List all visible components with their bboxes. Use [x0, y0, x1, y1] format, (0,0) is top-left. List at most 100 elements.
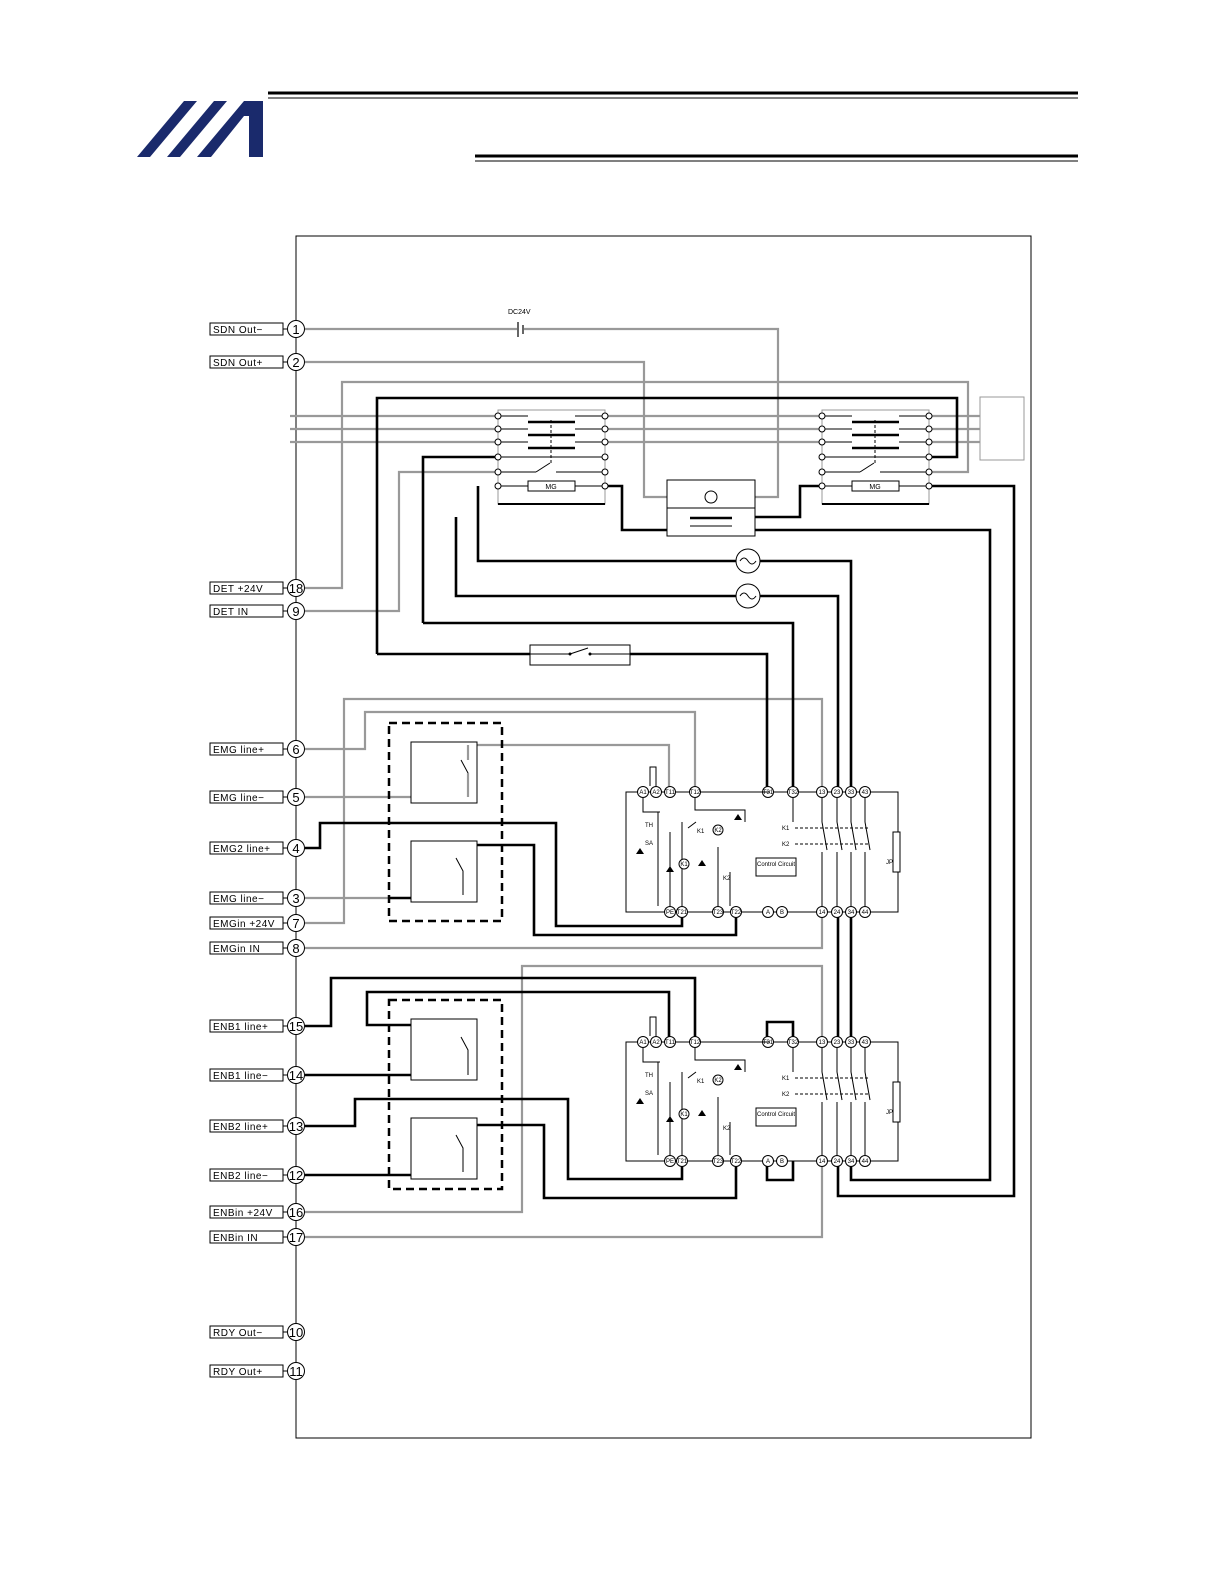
terminal-label: ENBin IN: [213, 1233, 258, 1244]
relay-terminal: T21: [677, 1159, 688, 1165]
terminal-number: 14: [289, 1068, 303, 1083]
terminal-number: 1: [292, 322, 299, 337]
terminal-label: DET IN: [213, 607, 249, 618]
relay-terminal: 43: [862, 790, 869, 796]
k2-contact-label: K2: [782, 1092, 790, 1098]
terminal-number: 5: [292, 790, 299, 805]
k1-label: K1: [680, 1112, 688, 1118]
terminal-number: 4: [292, 841, 299, 856]
jp-label: JP: [886, 1110, 893, 1116]
relay-terminal: T32: [788, 1040, 799, 1046]
contactor-label: MG: [545, 484, 556, 491]
contactor-label: MG: [869, 484, 880, 491]
relay-terminal: 14: [819, 1159, 826, 1165]
relay-terminal: 13: [819, 1040, 826, 1046]
terminal-number: 16: [289, 1205, 303, 1220]
terminal-4: EMG2 line+ 4: [209, 839, 305, 857]
k1-contact-label: K1: [782, 826, 790, 832]
terminal-label: EMG line−: [213, 793, 264, 804]
header-rules: [268, 91, 1078, 162]
contactors: MG MG: [494, 409, 933, 505]
relay-terminal: A1: [639, 1040, 647, 1046]
relay-terminal: A2: [652, 1040, 660, 1046]
relay-terminal: 24: [834, 910, 841, 916]
terminal-label: EMGin IN: [213, 944, 260, 955]
terminal-1: SDN Out− 1: [209, 320, 305, 338]
th-label: TH: [645, 823, 653, 829]
terminal-label: DET +24V: [213, 584, 263, 595]
terminal-label: SDN Out−: [213, 325, 263, 336]
relay-terminal: B: [780, 1159, 784, 1165]
relay-terminal: 23: [834, 790, 841, 796]
terminal-label: EMG line+: [213, 745, 264, 756]
sa-label: SA: [645, 841, 653, 847]
terminal-label: ENB2 line−: [213, 1171, 268, 1182]
brake-unit: [666, 479, 756, 537]
terminal-number: 12: [289, 1168, 303, 1183]
relay-terminal: 34: [848, 910, 855, 916]
logo-stroke-1: [137, 101, 197, 157]
enb-switch-group: [387, 998, 504, 1191]
relay-terminal: T12: [690, 1040, 701, 1046]
terminal-17: ENBin IN 17: [209, 1228, 305, 1246]
terminal-14: ENB1 line−14: [209, 1066, 305, 1084]
k2-contact-label: K2: [782, 842, 790, 848]
relay-terminal: 44: [862, 1159, 869, 1165]
relay-terminal: T32: [788, 790, 799, 796]
contactor-2: MG: [818, 409, 933, 505]
terminal-label: EMG line−: [213, 894, 264, 905]
relay-terminal: T22: [731, 1159, 742, 1165]
terminal-number: 13: [289, 1119, 303, 1134]
relay-terminal: A: [766, 910, 770, 916]
terminal-3: EMG line−3: [209, 889, 305, 907]
relay-terminal: 23: [834, 1040, 841, 1046]
terminal-number: 17: [289, 1230, 303, 1245]
relay-terminal: T22: [731, 910, 742, 916]
k1-contact-label: K1: [782, 1076, 790, 1082]
iai-logo: [137, 101, 263, 157]
contactor-1: MG: [494, 409, 609, 505]
terminal-label: ENB1 line+: [213, 1022, 268, 1033]
terminal-label: RDY Out−: [213, 1328, 263, 1339]
interlock-switch: [529, 644, 631, 666]
relay-terminal: T31: [763, 1040, 774, 1046]
relay-terminal: T23: [713, 1159, 724, 1165]
relay-terminal: T11: [665, 790, 676, 796]
logo-stroke-3: [197, 101, 263, 157]
terminal-label: EMG2 line+: [213, 844, 271, 855]
relay-terminal: A1: [639, 790, 647, 796]
terminal-13: ENB2 line+ 13: [209, 1117, 305, 1135]
relay-terminal: T11: [665, 1040, 676, 1046]
terminal-number: 10: [289, 1325, 303, 1340]
terminal-11: RDY Out+ 11: [209, 1362, 305, 1380]
relay-terminal: 24: [834, 1159, 841, 1165]
emg-switch-group: [387, 721, 504, 923]
dc-label: DC24V: [508, 309, 531, 316]
terminal-2: SDN Out+2: [209, 353, 305, 371]
relay-terminal: PE: [666, 910, 674, 916]
k1-label: K1: [697, 829, 705, 835]
relay-terminal: T31: [763, 790, 774, 796]
relay-terminal: 14: [819, 910, 826, 916]
terminal-number: 6: [292, 742, 299, 757]
k2-label: K2: [723, 1126, 731, 1132]
relay-terminal: B: [780, 910, 784, 916]
relay-terminal: A2: [652, 790, 660, 796]
relay-terminal: 33: [848, 790, 855, 796]
dc-source: DC24V: [508, 309, 531, 316]
relay-terminal: 43: [862, 1040, 869, 1046]
terminal-number: 11: [289, 1364, 303, 1379]
terminal-number: 18: [289, 581, 303, 596]
relay-terminal: A: [766, 1159, 770, 1165]
k1-label: K1: [680, 862, 688, 868]
terminal-label: RDY Out+: [213, 1367, 263, 1378]
ac-sources: [735, 548, 761, 609]
terminal-6: EMG line+ 6: [209, 740, 305, 758]
jp-label: JP: [886, 860, 893, 866]
terminal-12: ENB2 line− 12: [209, 1166, 305, 1184]
sa-label: SA: [645, 1091, 653, 1097]
terminal-label: ENB2 line+: [213, 1122, 268, 1133]
